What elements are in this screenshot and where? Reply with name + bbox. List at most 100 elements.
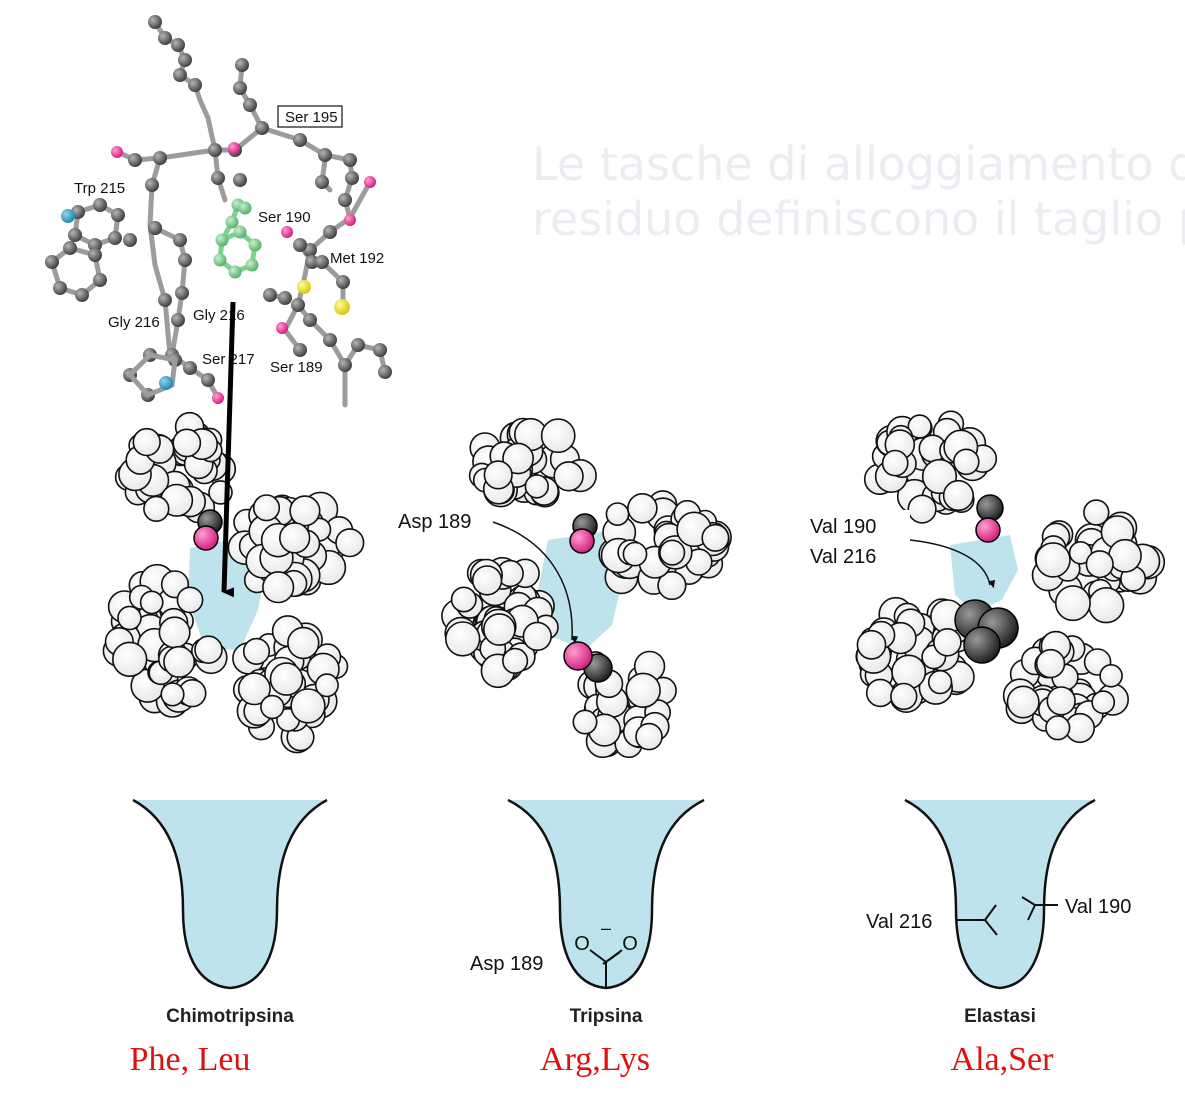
oxygen-atom — [276, 322, 288, 334]
atom-sphere — [172, 428, 202, 458]
substrate-atom — [213, 253, 227, 267]
carbon-atom — [158, 293, 172, 307]
carbon-atom — [148, 15, 162, 29]
valine-side-chains — [957, 896, 1058, 936]
carbon-atom — [128, 153, 142, 167]
substrate-atom — [245, 258, 259, 272]
atom-sphere — [856, 629, 887, 660]
atom-sphere — [163, 645, 196, 678]
pocket-schematic-elastasi: Val 216 Val 190 Elastasi Ala,Ser — [866, 798, 1131, 1078]
carbon-atom — [255, 121, 269, 135]
atom-sphere — [553, 461, 584, 492]
enzyme-name-trypsin: Tripsina — [570, 1006, 643, 1027]
carbon-atom — [345, 171, 359, 185]
atom-sphere — [158, 616, 191, 649]
carbon-atom — [111, 208, 125, 222]
pocket-shape — [133, 800, 327, 988]
carbon-atom — [108, 231, 122, 245]
carbon-atom — [75, 288, 89, 302]
carbon-atom — [233, 81, 247, 95]
substrate-phenyl-ring — [213, 198, 262, 279]
carbon-atom — [305, 255, 319, 269]
carbon-atom — [208, 143, 222, 157]
atom-sphere — [627, 492, 658, 524]
carbon-atom — [175, 286, 189, 300]
callout-asp189: Asp 189 — [398, 511, 471, 533]
atom-spheres — [441, 417, 732, 759]
atom-sphere — [314, 673, 339, 698]
carbon-atom — [145, 178, 159, 192]
atom-sphere — [1035, 648, 1066, 679]
atom-sphere — [501, 647, 529, 675]
carbon-atom — [178, 53, 192, 67]
substrate-residues-trypsin: Arg,Lys — [540, 1041, 650, 1078]
carbon-atom — [233, 173, 247, 187]
space-filling-trypsin: Asp 189 — [398, 417, 732, 759]
carbon-atom — [183, 361, 197, 375]
carbon-atom — [201, 373, 215, 387]
carbon-atom — [88, 248, 102, 262]
atom-sphere — [933, 627, 962, 657]
substrate-residues-elastase: Ala,Ser — [951, 1041, 1055, 1078]
carbon-atom — [315, 255, 329, 269]
oxygen-atom — [228, 142, 240, 154]
carbon-atom — [351, 338, 365, 352]
enzyme-name-elastase: Elastasi — [964, 1006, 1036, 1027]
faint-title-line-1: Le tasche di alloggiamento dei — [532, 137, 1185, 191]
valine-atom — [963, 626, 1001, 664]
enzyme-name-chymotrypsin: Chimotripsina — [166, 1006, 294, 1027]
carbon-atom — [188, 78, 202, 92]
oxygen-atom — [975, 517, 1001, 543]
carbon-atom — [45, 255, 59, 269]
carbon-atom — [93, 273, 107, 287]
atom-sphere — [907, 414, 932, 439]
atom-sphere — [524, 474, 549, 499]
atom-sphere — [194, 635, 223, 665]
substrate-arrow — [221, 301, 236, 598]
carbon-atom — [68, 228, 82, 242]
oxygen-atom — [364, 176, 376, 188]
substrate-atom — [228, 265, 242, 279]
atom-sphere — [1099, 663, 1123, 688]
atom-sphere — [242, 637, 271, 666]
substrate-atom — [233, 225, 247, 239]
carbon-atom — [315, 175, 329, 189]
atom-spheres — [102, 411, 365, 754]
carbon-atom — [338, 358, 352, 372]
atom-sphere — [160, 682, 185, 707]
carbon-atom — [88, 238, 102, 252]
atom-sphere — [942, 479, 975, 512]
nitrogen-atom — [159, 376, 173, 390]
carbon-atom — [93, 198, 107, 212]
atom-sphere — [1087, 586, 1125, 624]
carbon-atom — [153, 151, 167, 165]
atom-sphere — [1035, 542, 1071, 578]
atom-sphere — [1108, 538, 1142, 573]
atom-sphere — [952, 448, 980, 476]
label-ser195: Ser 195 — [285, 109, 338, 126]
atom-sphere — [260, 694, 285, 720]
space-filling-elastase: Val 190 Val 216 — [805, 410, 1166, 744]
carbon-atom — [171, 38, 185, 52]
ser195-label-box — [277, 105, 343, 128]
atom-sphere — [262, 571, 295, 604]
label-val216: Val 216 — [866, 911, 932, 933]
atom-sphere — [657, 570, 687, 601]
label-ser217: Ser 217 — [202, 351, 255, 368]
oxygen-right: O — [622, 933, 638, 955]
carbon-atom — [53, 281, 67, 295]
atom-sphere — [445, 621, 481, 657]
atom-sphere — [1091, 690, 1116, 715]
carbon-atom — [336, 275, 350, 289]
atom-sphere — [1083, 499, 1110, 526]
pocket-schematic-tripsina: O O – Asp 189 Tripsina Arg,Lys — [470, 798, 705, 1078]
oxygen-atom — [563, 641, 593, 671]
atom-sphere — [865, 678, 895, 708]
binding-pocket-elastase — [950, 535, 1018, 612]
carbon-atom — [171, 313, 185, 327]
substrate-atoms — [213, 198, 262, 279]
oxygen-atoms — [111, 142, 376, 404]
atom-sphere — [139, 590, 164, 615]
callout-background — [805, 510, 910, 570]
